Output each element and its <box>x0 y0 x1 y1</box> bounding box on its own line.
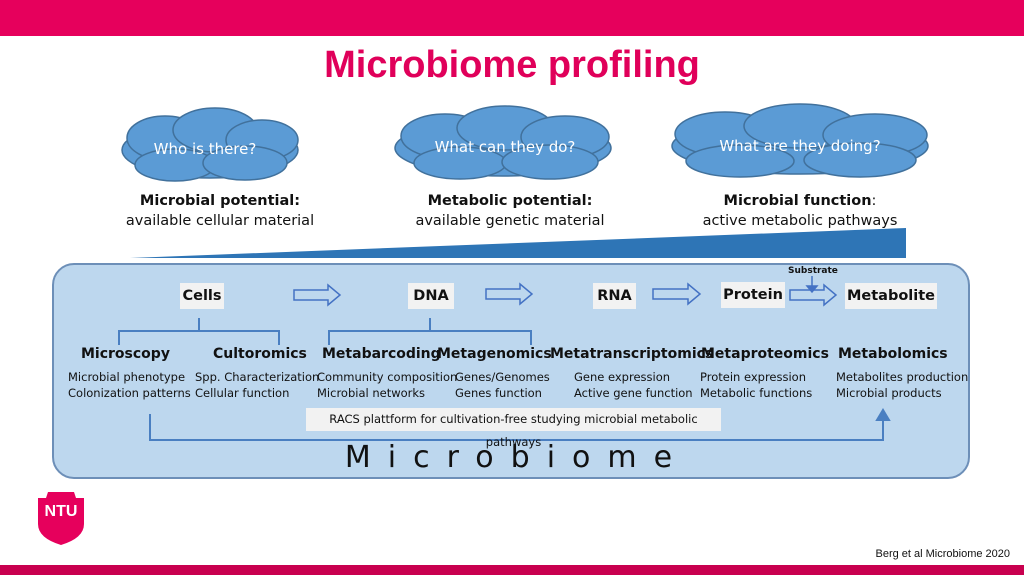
method-cultoromics-desc2: Cellular function <box>195 386 290 400</box>
arrow-cells-dna-icon <box>293 283 342 307</box>
method-metatranscriptomics-desc1: Gene expression <box>574 370 671 384</box>
potential-microbial-sub: available cellular material <box>125 213 315 229</box>
cloud-label-can: What can they do? <box>434 138 576 156</box>
potential-metabolic: Metabolic potential: available genetic m… <box>390 191 630 231</box>
potential-function-sub: active metabolic pathways <box>702 213 898 229</box>
ntu-logo-text: NTU <box>44 503 78 520</box>
method-metabolomics: Metabolomics <box>838 346 948 362</box>
cloud-label-who: Who is there? <box>153 140 257 158</box>
box-protein: Protein <box>721 282 785 308</box>
dna-bracket-line <box>328 330 532 345</box>
method-metaproteomics-desc1: Protein expression <box>700 370 806 384</box>
cloud-label-doing: What are they doing? <box>719 137 881 155</box>
racs-platform-label: RACS plattform for cultivation-free stud… <box>306 408 721 449</box>
method-microscopy: Microscopy <box>81 346 170 362</box>
method-metatranscriptomics: Metatranscriptomics <box>550 346 714 362</box>
potential-microbial-heading: Microbial potential: <box>139 193 301 209</box>
method-metabarcoding-desc2: Microbial networks <box>317 386 426 400</box>
method-metabolomics-desc1: Metabolites production <box>836 370 969 384</box>
box-dna: DNA <box>408 283 454 309</box>
method-metabolomics-desc2: Microbial products <box>836 386 942 400</box>
box-metabolite: Metabolite <box>845 283 937 309</box>
racs-connector-line <box>149 414 884 441</box>
ntu-logo-icon <box>38 492 84 545</box>
method-metabarcoding: Metabarcoding <box>322 346 441 362</box>
method-metatranscriptomics-desc2: Active gene function <box>574 386 693 400</box>
page-title: Microbiome profiling <box>324 44 700 86</box>
arrow-protein-metabolite-icon <box>789 283 838 307</box>
potential-metabolic-sub: available genetic material <box>415 213 605 229</box>
method-microscopy-desc2: Colonization patterns <box>68 386 191 400</box>
top-brand-band <box>0 0 1024 36</box>
potential-function-suffix: : <box>871 193 877 209</box>
citation-text: Berg et al Microbiome 2020 <box>875 548 1010 560</box>
substrate-arrow-icon <box>805 285 819 294</box>
potential-function-heading: Microbial function <box>723 193 872 209</box>
method-metagenomics: Metagenomics <box>437 346 552 362</box>
bottom-brand-band <box>0 565 1024 575</box>
method-metabarcoding-desc1: Community composition <box>317 370 458 384</box>
substrate-label: Substrate <box>788 266 838 276</box>
cloud-shape-3 <box>671 103 929 178</box>
potential-metabolic-heading: Metabolic potential: <box>427 193 593 209</box>
cloud-shape-2 <box>394 105 612 180</box>
method-cultoromics-desc1: Spp. Characterization <box>195 370 320 384</box>
cells-bracket-line <box>118 330 280 345</box>
method-cultoromics: Cultoromics <box>213 346 307 362</box>
gradient-wedge <box>130 228 906 258</box>
box-cells: Cells <box>180 283 224 309</box>
method-metagenomics-desc2: Genes function <box>455 386 542 400</box>
method-metagenomics-desc1: Genes/Genomes <box>455 370 550 384</box>
arrow-rna-protein-icon <box>652 282 702 306</box>
box-rna: RNA <box>593 283 636 309</box>
method-metaproteomics-desc2: Metabolic functions <box>700 386 813 400</box>
cloud-shape-1 <box>121 107 299 182</box>
racs-connector-arrowhead <box>875 408 891 421</box>
potential-microbial: Microbial potential: available cellular … <box>100 191 340 231</box>
arrow-dna-rna-icon <box>485 282 534 306</box>
microbiome-label: Microbiome <box>344 440 690 475</box>
potential-function: Microbial function: active metabolic pat… <box>680 191 920 231</box>
method-metaproteomics: Metaproteomics <box>701 346 829 362</box>
method-microscopy-desc1: Microbial phenotype <box>68 370 186 384</box>
